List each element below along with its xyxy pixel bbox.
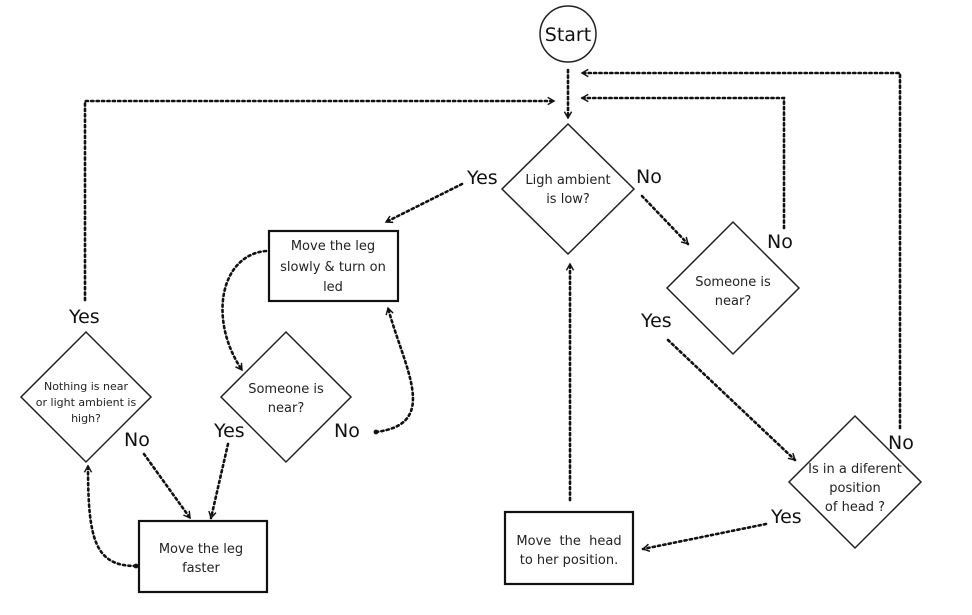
edge-ambient-yes-to-slow	[384, 182, 464, 224]
decision-someone-near-mid-line-1: Someone is	[248, 382, 324, 397]
process-move-leg-slowly-line-1: Move the leg	[291, 239, 375, 254]
edge-near-right-yes-to-position	[666, 338, 797, 462]
process-move-leg-faster: Move the leg faster	[137, 519, 269, 594]
label-no-position: No	[888, 432, 914, 454]
decision-nothing-near-line-3: high?	[71, 412, 101, 425]
label-no-near-right: No	[767, 231, 793, 253]
decision-head-position: Is in a diferent position of head ?	[787, 414, 923, 550]
edge-near-right-no-loop	[580, 93, 786, 230]
decision-head-position-line-3: of head ?	[825, 500, 885, 515]
process-move-head-line-2: to her position.	[520, 553, 619, 568]
decision-someone-near-mid-line-2: near?	[268, 401, 304, 416]
process-move-leg-slowly-line-2: slowly & turn on	[280, 260, 386, 275]
edge-nothing-yes-loop	[83, 96, 556, 302]
decision-light-ambient-line-1: Ligh ambient	[525, 173, 610, 188]
process-move-leg-slowly: Move the leg slowly & turn on led	[267, 229, 400, 303]
decision-head-position-line-2: position	[829, 481, 881, 496]
label-yes-ambient: Yes	[466, 167, 498, 189]
edge-position-no-loop	[580, 68, 902, 430]
label-no-nothing: No	[124, 429, 150, 451]
edge-faster-to-nothing	[83, 464, 139, 569]
process-move-leg-faster-line-1: Move the leg	[159, 542, 243, 557]
decision-someone-near-mid: Someone is near?	[219, 330, 353, 464]
label-yes-nothing: Yes	[68, 306, 100, 328]
process-move-head: Move the head to her position.	[503, 510, 635, 586]
start-label: Start	[545, 24, 591, 46]
decision-someone-near-right-line-1: Someone is	[695, 275, 771, 290]
label-yes-near-mid: Yes	[213, 420, 245, 442]
label-yes-near-right: Yes	[640, 310, 672, 332]
decision-someone-near-right-line-2: near?	[715, 294, 751, 309]
edge-position-yes-to-head	[641, 522, 768, 552]
label-no-ambient: No	[636, 166, 662, 188]
decision-nothing-near-line-1: Nothing is near	[44, 380, 129, 393]
process-move-head-line-1: Move the head	[516, 534, 621, 549]
edge-slow-to-near-mid	[221, 249, 268, 372]
edge-ambient-no-to-near-right	[640, 194, 690, 246]
edge-near-mid-no-to-slow	[373, 306, 415, 435]
decision-someone-near-right: Someone is near?	[665, 220, 801, 356]
process-move-leg-faster-line-2: faster	[182, 561, 220, 576]
decision-nothing-near-line-2: or light ambient is	[36, 396, 137, 409]
process-move-leg-slowly-line-3: led	[323, 280, 343, 295]
edge-near-mid-yes-to-faster	[208, 442, 230, 520]
edge-nothing-no-to-faster	[142, 452, 192, 520]
decision-head-position-line-1: Is in a diferent	[808, 462, 902, 477]
decision-light-ambient: Ligh ambient is low?	[500, 122, 636, 256]
decision-nothing-near: Nothing is near or light ambient is high…	[19, 330, 153, 464]
start-node: Start	[539, 5, 597, 63]
decision-light-ambient-line-2: is low?	[546, 192, 590, 207]
label-no-near-mid: No	[334, 420, 360, 442]
label-yes-position: Yes	[770, 506, 802, 528]
